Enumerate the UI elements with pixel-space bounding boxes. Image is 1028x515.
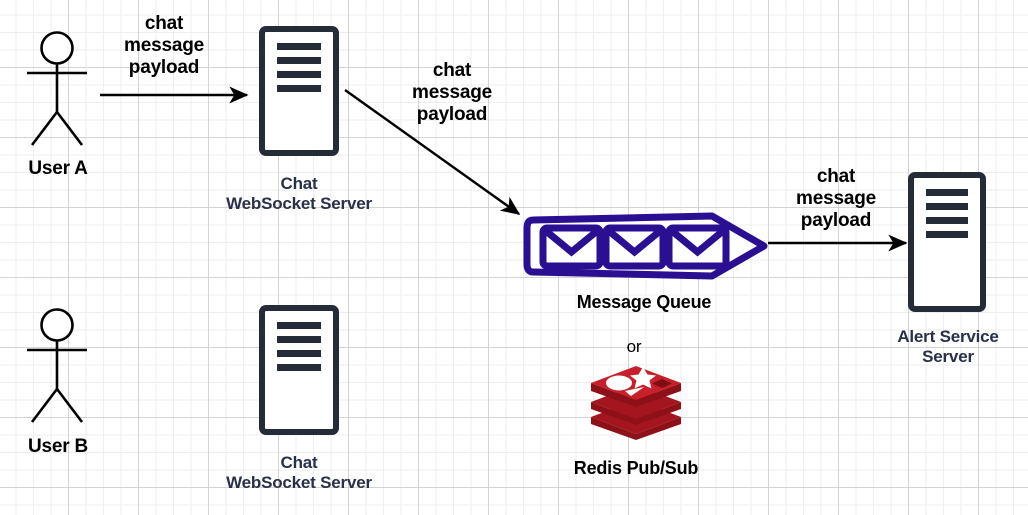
edge-label-user-a-to-chat-server: chat message payload bbox=[124, 13, 204, 79]
server-bars-icon bbox=[277, 322, 321, 378]
stick-figure-icon bbox=[27, 308, 87, 423]
stick-figure-icon bbox=[27, 31, 87, 146]
node-message-queue[interactable] bbox=[522, 206, 770, 284]
node-alert-server[interactable] bbox=[908, 172, 986, 312]
or-separator-label: or bbox=[626, 337, 642, 356]
node-label-message-queue: Message Queue bbox=[576, 292, 712, 312]
server-inner-panel bbox=[268, 314, 330, 426]
node-label-alert-server: Alert Service Server bbox=[897, 327, 999, 366]
message-queue-icon bbox=[523, 212, 768, 280]
node-label-user-b: User B bbox=[27, 436, 89, 457]
node-user-b[interactable] bbox=[10, 305, 106, 430]
envelope-icon bbox=[665, 224, 730, 270]
envelope-icon bbox=[602, 224, 667, 270]
node-label-user-a: User A bbox=[28, 158, 88, 179]
edge-label-queue-to-alert-server: chat message payload bbox=[796, 166, 876, 232]
node-label-redis: Redis Pub/Sub bbox=[573, 458, 699, 478]
node-user-a[interactable] bbox=[10, 28, 106, 153]
edge-label-chat-server-to-queue: chat message payload bbox=[412, 60, 492, 126]
node-label-chat-server-b: Chat WebSocket Server bbox=[226, 453, 372, 492]
node-label-chat-server-a: Chat WebSocket Server bbox=[226, 174, 372, 213]
envelope-icon bbox=[539, 224, 604, 270]
node-redis[interactable] bbox=[586, 360, 686, 440]
server-bars-icon bbox=[277, 43, 321, 99]
redis-logo-icon bbox=[591, 366, 681, 440]
server-inner-panel bbox=[917, 181, 977, 303]
server-bars-icon bbox=[926, 189, 968, 245]
node-chat-server-a[interactable] bbox=[259, 26, 339, 156]
node-chat-server-b[interactable] bbox=[259, 305, 339, 435]
server-inner-panel bbox=[268, 35, 330, 147]
